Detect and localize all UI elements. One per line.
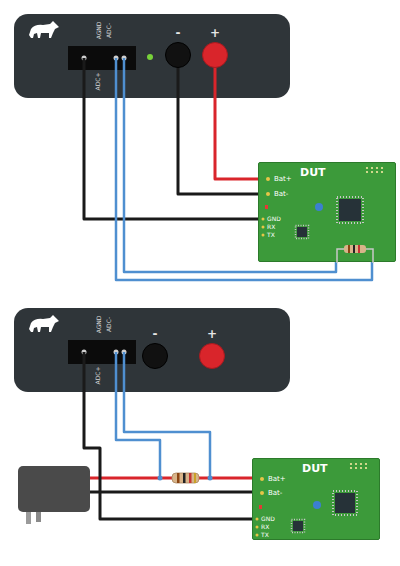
wire-connector: [178, 68, 258, 194]
pin-label: Bat+: [274, 175, 292, 183]
wire: [115, 58, 118, 98]
analyzer-body: [14, 14, 290, 98]
pin-label: RX: [267, 224, 275, 231]
wire-joint: [158, 476, 163, 481]
logo: [29, 21, 59, 38]
wire: [83, 352, 86, 392]
terminal: +: [199, 343, 225, 369]
terminal: +: [202, 42, 228, 68]
terminal-label: -: [153, 328, 158, 342]
analyzer-panel: AGNDADC-ADC+-+: [14, 14, 290, 98]
supply-wiring: [18, 392, 252, 524]
port-label: ADC-: [106, 316, 113, 331]
wire: [90, 477, 252, 480]
status-led: [147, 54, 153, 60]
port-label: AGND: [96, 21, 103, 39]
terminal: -: [142, 343, 168, 369]
pin-label: RX: [261, 524, 269, 531]
power-analyzer: [14, 14, 290, 98]
power-analyzer: [14, 308, 290, 392]
wire: [115, 352, 118, 392]
wire-connector: [215, 68, 258, 179]
pin-label: Bat-: [268, 489, 282, 497]
wire: [90, 491, 252, 494]
port-label: ADC+: [95, 366, 102, 384]
resistor-symbol: [172, 473, 199, 483]
port-label: ADC-: [106, 22, 113, 37]
device-board: DUT Bat+ Bat- GNDRXTX: [258, 162, 396, 262]
pin-label: GND: [261, 516, 275, 523]
wire: [83, 58, 86, 98]
board-title: DUT: [300, 167, 326, 180]
analyzer-panel: AGNDADC- ADC+ - +: [14, 308, 290, 392]
port-connector: [68, 46, 136, 70]
terminal: -: [165, 42, 191, 68]
terminal-label: -: [176, 27, 181, 41]
pin-label: GND: [267, 216, 281, 223]
device-board: DUT Bat+ Bat- GNDRXTX: [252, 458, 380, 540]
terminal-label: +: [207, 328, 217, 342]
pin-label: Bat+: [268, 475, 286, 483]
wire: [124, 392, 210, 478]
wire-connector: [84, 392, 252, 519]
analyzer-body: [14, 308, 290, 392]
board-title: DUT: [302, 463, 328, 476]
port-label: ADC+: [95, 72, 102, 90]
wire: [116, 392, 160, 478]
pin-label: TX: [267, 232, 275, 239]
logo: [29, 315, 59, 332]
wire: [123, 352, 126, 392]
terminal-label: +: [210, 27, 220, 41]
port-label: AGND: [96, 315, 103, 333]
wall-adapter: [18, 466, 90, 524]
pin-label: Bat-: [274, 190, 288, 198]
port-connector: [68, 340, 136, 364]
wire: [123, 58, 126, 98]
wire-joint: [208, 476, 213, 481]
pin-label: TX: [261, 532, 269, 539]
wire-connector: [84, 98, 258, 219]
